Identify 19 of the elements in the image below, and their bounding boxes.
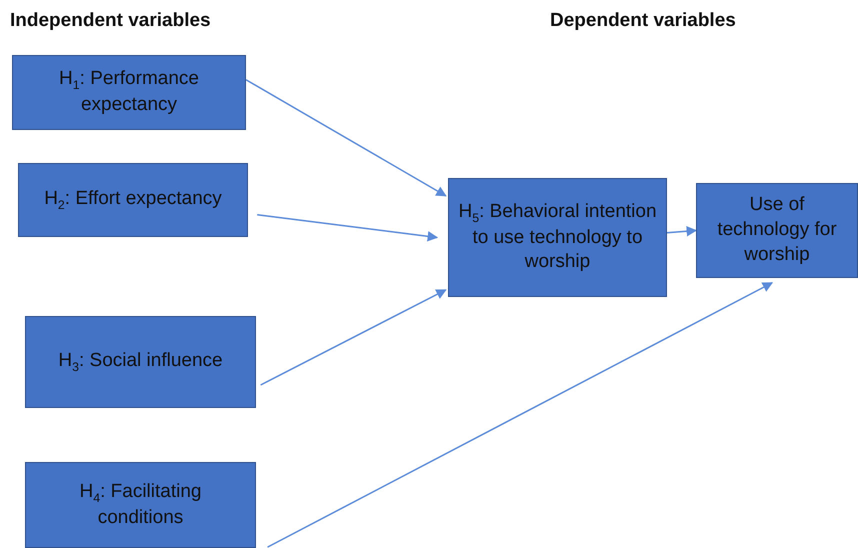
variable-label: H$_{3}$: Social influence	[58, 349, 223, 375]
variable-box	[12, 55, 246, 130]
variable-box	[18, 163, 248, 237]
arrow	[666, 226, 698, 236]
variable-box	[25, 316, 256, 408]
variable-label: H$_{2}$: Effort expectancy	[44, 187, 222, 213]
column-heading: Dependent variables	[550, 10, 736, 32]
variable-label: Use of technology for worship	[716, 193, 838, 267]
column-heading: Independent variables	[10, 10, 211, 32]
variable-label: H$_{4}$: Facilitating conditions	[78, 480, 202, 530]
arrow	[246, 79, 447, 196]
arrow	[267, 282, 774, 548]
variable-label: H$_{5}$: Behavioral intention to use technology to worship	[458, 200, 658, 274]
variable-box	[448, 178, 667, 297]
variable-box	[696, 183, 858, 278]
arrow	[260, 289, 447, 386]
variable-box	[25, 462, 256, 548]
variable-label: H$_{1}$: Performance expectancy	[58, 67, 200, 118]
arrow	[257, 214, 438, 242]
